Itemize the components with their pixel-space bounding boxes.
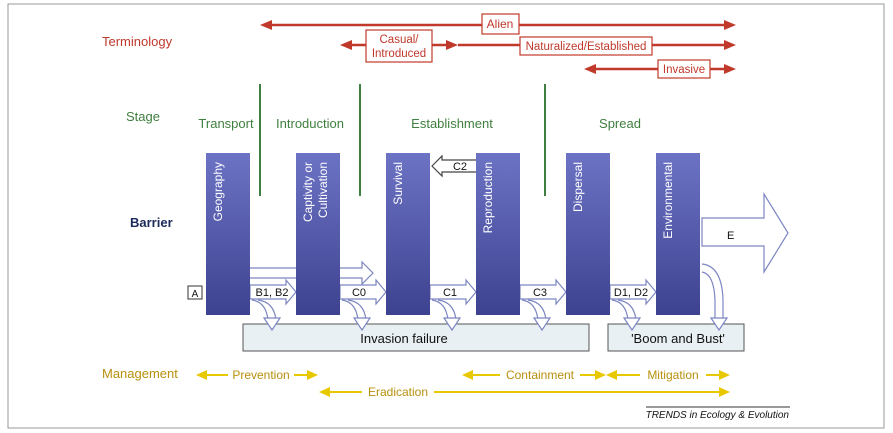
alien-box: [481, 13, 520, 35]
failure-curve-arrows: [251, 299, 642, 332]
arrow-c3: [519, 278, 567, 306]
row-label-stage: Stage: [126, 109, 160, 124]
term-invasive: Invasive: [663, 64, 705, 76]
arrow-b1b2: [249, 278, 297, 306]
barrier-label-captivity-line2: Cultivation: [316, 162, 330, 218]
term-alien: Alien: [487, 17, 514, 31]
label-d1d2: D1, D2: [614, 287, 648, 299]
stage-transport: Transport: [198, 116, 254, 131]
alien-arrow-right: [724, 20, 736, 30]
invasive-arrow-right: [724, 64, 736, 74]
barrier-label-geography: Geography: [211, 162, 225, 221]
casual-arrow-left: [340, 40, 352, 50]
barrier-dispersal: [566, 153, 610, 315]
outcome-invasion-failure: Invasion failure: [360, 331, 447, 346]
containment-label-bg: [500, 368, 580, 382]
mitigation-label-bg: [640, 368, 706, 382]
prevention-label-bg: [228, 368, 294, 382]
casual-arrow-right: [446, 40, 458, 50]
row-label-barrier: Barrier: [130, 215, 173, 230]
naturalized-box: [519, 36, 653, 56]
casual-box: [365, 29, 433, 63]
invasive-arrow-left: [584, 64, 596, 74]
outer-border: [7, 3, 885, 429]
journal-credit: TRENDS in Ecology & Evolution: [646, 410, 790, 421]
barrier-label-dispersal: Dispersal: [571, 162, 585, 212]
row-label-management: Management: [102, 366, 178, 381]
barrier-label-environmental: Environmental: [661, 162, 675, 239]
term-casual-line1: Casual/: [380, 34, 420, 46]
barrier-label-captivity-line1: Captivity or: [301, 162, 315, 222]
barrier-survival: [386, 153, 430, 315]
label-e: E: [727, 230, 734, 242]
mgmt-mitigation: Mitigation: [647, 368, 698, 382]
naturalized-arrow-right: [724, 40, 736, 50]
barrier-reproduction: [476, 153, 520, 315]
row-label-terminology: Terminology: [102, 34, 173, 49]
eradication-label-bg: [362, 385, 434, 399]
label-c0: C0: [352, 287, 366, 299]
environmental-down-arrows: [701, 263, 729, 332]
mgmt-eradication: Eradication: [368, 385, 428, 399]
term-naturalized: Naturalized/Established: [526, 41, 647, 53]
arrow-e: [701, 191, 789, 275]
label-a: A: [192, 289, 199, 300]
stage-spread: Spread: [599, 116, 641, 131]
label-c3: C3: [533, 287, 547, 299]
box-a: [187, 285, 203, 300]
mgmt-containment: Containment: [506, 368, 575, 382]
barrier-label-survival: Survival: [391, 162, 405, 205]
alien-arrow-left: [260, 20, 272, 30]
mgmt-prevention: Prevention: [232, 368, 289, 382]
arrow-c0: [339, 278, 387, 306]
stage-establishment: Establishment: [411, 116, 493, 131]
barrier-label-reproduction: Reproduction: [481, 162, 495, 233]
stage-introduction: Introduction: [276, 116, 344, 131]
term-casual-line2: Introduced: [372, 48, 426, 60]
label-c2: C2: [453, 161, 467, 173]
label-c1: C1: [443, 287, 457, 299]
label-b1b2: B1, B2: [255, 287, 288, 299]
outcome-boom-and-bust: 'Boom and Bust': [631, 331, 725, 346]
barrier-geography: [206, 153, 250, 315]
invasive-box: [657, 59, 711, 79]
transition-arrows: [249, 278, 657, 306]
invasion-failure-panel: [242, 323, 590, 352]
barrier-environmental: [656, 153, 700, 315]
barrier-captivity: [296, 153, 340, 315]
arrow-c1: [429, 278, 477, 306]
arrow-d1d2: [609, 278, 657, 306]
stage-dividers: [259, 84, 546, 196]
